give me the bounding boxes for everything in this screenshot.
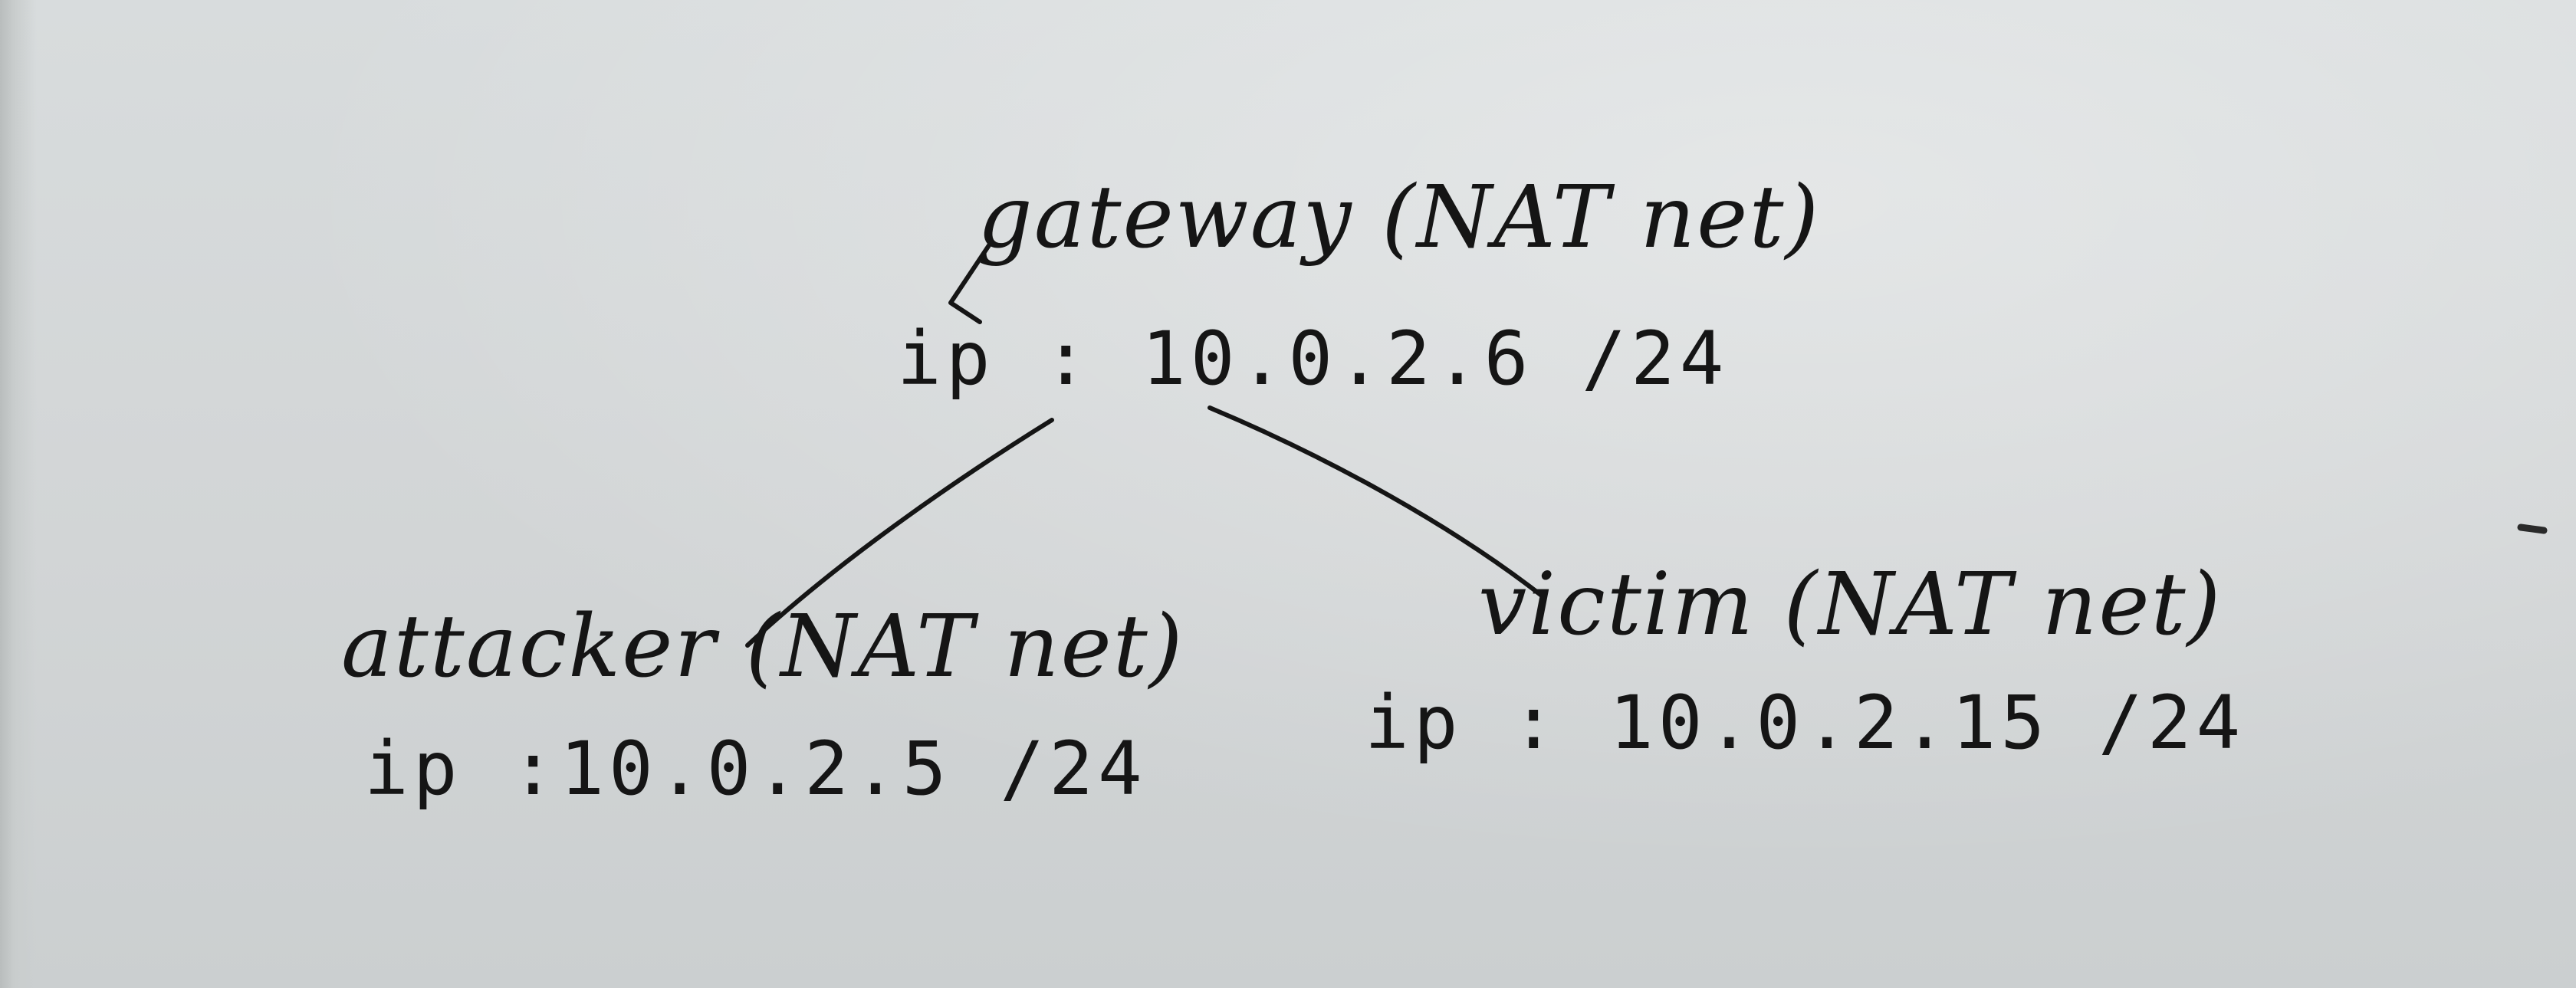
- paper-edge-shadow: [0, 0, 37, 988]
- attacker-node-label: attacker (NAT net): [341, 597, 1184, 697]
- gateway-g-tail-stroke: [948, 243, 991, 324]
- pen-mark: [2517, 524, 2548, 534]
- gateway-ip-label: ip : 10.0.2.6 /24: [897, 316, 1729, 402]
- victim-node-label: victim (NAT net): [1478, 555, 2223, 655]
- edge-gateway-attacker: [745, 418, 1054, 648]
- attacker-ip-label: ip :10.0.2.5 /24: [364, 726, 1147, 812]
- gateway-node-label: gateway (NAT net): [978, 168, 1821, 268]
- edge-gateway-victim: [1208, 405, 1545, 599]
- victim-ip-label: ip : 10.0.2.15 /24: [1365, 680, 2246, 766]
